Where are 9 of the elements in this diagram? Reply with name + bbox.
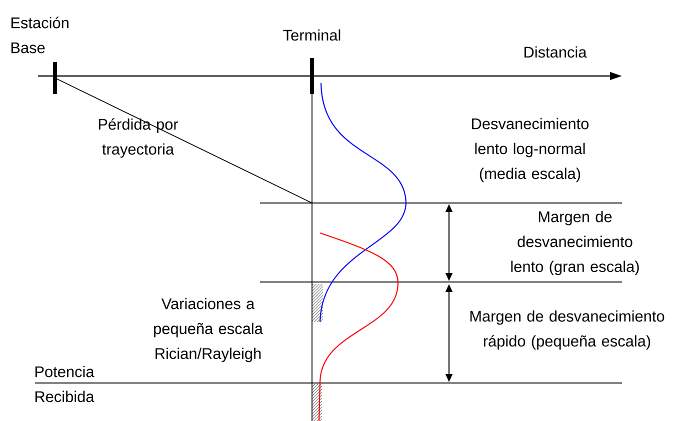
axis-label: Distancia	[524, 46, 587, 58]
curve-label: Variaciones a pequeña escala Rician/Rayleigh	[154, 298, 263, 362]
axis-label: Terminal	[283, 29, 340, 41]
line-label: Pérdida por trayectoria	[98, 118, 178, 158]
dimension-label: Margen de desvanecimiento rápido (pequeña escala)	[470, 310, 664, 350]
dimension-label: Margen de desvanecimiento lento (gran escala)	[511, 210, 639, 276]
axis-label: Estación Base	[11, 16, 68, 54]
axis-label: Potencia Recibida	[35, 366, 94, 402]
curve-label: Desvanecimiento lento log-normal (media escala)	[472, 118, 589, 182]
